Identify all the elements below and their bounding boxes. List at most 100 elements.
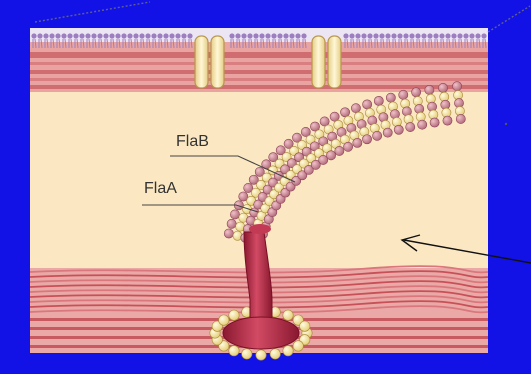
flaa-label: FlaA [144, 180, 177, 197]
phospholipid-head [49, 33, 54, 38]
flaa-bead [344, 142, 353, 151]
phospholipid-head [301, 33, 306, 38]
phospholipid-head [73, 33, 78, 38]
phospholipid-head [115, 33, 120, 38]
phospholipid-head [91, 33, 96, 38]
flaa-bead [230, 210, 239, 219]
phospholipid-head [469, 33, 474, 38]
flaa-bead [374, 96, 383, 105]
phospholipid-head [451, 33, 456, 38]
phospholipid-head [427, 33, 432, 38]
phospholipid-head [361, 33, 366, 38]
flaa-bead [383, 128, 392, 137]
phospholipid-head [439, 33, 444, 38]
phospholipid-head [67, 33, 72, 38]
phospholipid-head [85, 33, 90, 38]
phospholipid-head [43, 33, 48, 38]
flaa-bead [386, 93, 395, 102]
ring-bead [300, 321, 310, 331]
flaa-bead [335, 146, 344, 155]
flaa-bead [399, 90, 408, 99]
phospholipid-head [385, 33, 390, 38]
phospholipid-head [283, 33, 288, 38]
speck [505, 123, 507, 125]
flaa-bead [438, 83, 447, 92]
phospholipid-head [151, 33, 156, 38]
phospholipid-head [433, 33, 438, 38]
phospholipid-head [109, 33, 114, 38]
ring-bead [219, 315, 229, 325]
flaa-bead [224, 229, 233, 238]
phospholipid-head [409, 33, 414, 38]
phospholipid-head [463, 33, 468, 38]
outer-membrane [30, 28, 488, 92]
phospholipid-head [457, 33, 462, 38]
flaa-bead [418, 120, 427, 129]
ring-bead [293, 341, 303, 351]
flaa-bead [340, 108, 349, 117]
phospholipid-head [421, 33, 426, 38]
phospholipid-head [145, 33, 150, 38]
flaa-bead [363, 100, 372, 109]
phospholipid-head [139, 33, 144, 38]
phospholipid-head [295, 33, 300, 38]
phospholipid-head [121, 33, 126, 38]
phospholipid-head [349, 33, 354, 38]
phospholipid-head [79, 33, 84, 38]
phospholipid-head [133, 33, 138, 38]
phospholipid-head [169, 33, 174, 38]
phospholipid-head [253, 33, 258, 38]
ring-bead [283, 310, 293, 320]
phospholipid-head [31, 33, 36, 38]
ring-bead [256, 350, 266, 360]
phospholipid-head [271, 33, 276, 38]
flaa-bead [443, 116, 452, 125]
flaa-bead [353, 138, 362, 147]
flaa-bead [394, 125, 403, 134]
ring-bead [229, 310, 239, 320]
phospholipid-head [175, 33, 180, 38]
flaa-bead [362, 135, 371, 144]
phospholipid-head [475, 33, 480, 38]
phospholipid-head [61, 33, 66, 38]
ring-bead [270, 349, 280, 359]
phospholipid-head [103, 33, 108, 38]
phospholipid-head [235, 33, 240, 38]
phospholipid-head [355, 33, 360, 38]
phospholipid-head [37, 33, 42, 38]
phospholipid-head [157, 33, 162, 38]
flaa-bead [406, 122, 415, 131]
flaa-bead [456, 114, 465, 123]
flaa-bead [425, 85, 434, 94]
phospholipid-head [265, 33, 270, 38]
phospholipid-head [163, 33, 168, 38]
phospholipid-head [379, 33, 384, 38]
flaa-bead [373, 131, 382, 140]
phospholipid-head [259, 33, 264, 38]
flaa-bead [351, 104, 360, 113]
diagram-panel: FlaB FlaA [30, 28, 507, 360]
phospholipid-head [391, 33, 396, 38]
phospholipid-head [55, 33, 60, 38]
flaa-bead [412, 88, 421, 97]
phospholipid-head [247, 33, 252, 38]
phospholipid-head [277, 33, 282, 38]
phospholipid-head [373, 33, 378, 38]
phospholipid-head [181, 33, 186, 38]
flaa-bead [330, 112, 339, 121]
phospholipid-head [289, 33, 294, 38]
phospholipid-head [241, 33, 246, 38]
phospholipid-head [343, 33, 348, 38]
ring-bead [229, 346, 239, 356]
phospholipid-head [229, 33, 234, 38]
flaa-bead [452, 82, 461, 91]
phospholipid-head [415, 33, 420, 38]
flab-label: FlaB [176, 133, 209, 150]
flaa-bead [326, 151, 335, 160]
ring-bead [242, 349, 252, 359]
phospholipid-head [367, 33, 372, 38]
phospholipid-head [445, 33, 450, 38]
phospholipid-head [97, 33, 102, 38]
